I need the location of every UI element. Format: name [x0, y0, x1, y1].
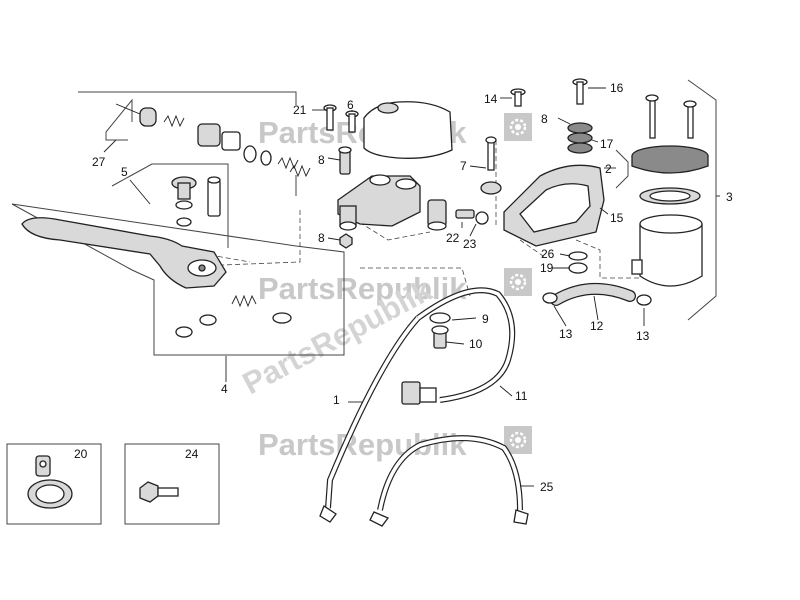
reservoir-diaphragm	[639, 187, 701, 205]
assembly-frame-5	[111, 163, 229, 248]
circlip	[175, 314, 217, 338]
callouts: 1 2 3 4 5 6 7 8 8 8 9 10 11 12 13 13 14 …	[74, 81, 733, 494]
inset-box-20	[6, 443, 102, 525]
fluid-reservoir	[631, 214, 703, 287]
hose-grommet	[27, 455, 73, 509]
leader-lines	[103, 87, 720, 487]
bleed-valve	[455, 209, 489, 225]
screw	[323, 104, 337, 131]
hose-clamp	[636, 294, 652, 306]
inset-box-24	[124, 443, 220, 525]
assembly-frame-3	[687, 79, 717, 321]
callout-17: 17	[600, 137, 614, 151]
callout-21: 21	[293, 103, 307, 117]
reservoir-bracket	[503, 164, 605, 247]
callout-15: 15	[610, 211, 624, 225]
assembly-frame-2	[615, 149, 629, 189]
reservoir-upper	[363, 101, 453, 159]
callout-24: 24	[185, 447, 199, 461]
reservoir-cap	[631, 145, 709, 174]
washer	[272, 312, 292, 324]
gear-icon	[504, 113, 532, 141]
hose-wire-connector	[401, 381, 437, 405]
callout-20: 20	[74, 447, 88, 461]
alignment-line	[519, 239, 547, 259]
nut	[339, 233, 353, 249]
cap-screw	[510, 88, 526, 107]
reservoir-hose	[550, 282, 636, 306]
callout-23: 23	[463, 237, 477, 251]
callout-13-left: 13	[559, 327, 573, 341]
alignment-line	[209, 254, 251, 263]
spring-seal	[567, 122, 593, 154]
watermark-middle: PartsRepublik	[258, 268, 532, 306]
callout-8-top: 8	[541, 112, 548, 126]
master-cylinder-body	[337, 174, 447, 231]
assembly-frame-4	[11, 91, 345, 356]
callout-11: 11	[515, 389, 528, 403]
callout-5: 5	[121, 165, 128, 179]
callout-3: 3	[726, 190, 733, 204]
callout-14: 14	[484, 92, 498, 106]
callout-13-right: 13	[636, 329, 650, 343]
alignment-line	[360, 267, 471, 297]
callout-26: 26	[541, 247, 555, 261]
callout-10: 10	[469, 337, 483, 351]
callout-2: 2	[605, 162, 612, 176]
reservoir-screw	[645, 94, 697, 139]
watermark-text: PartsRepublik	[258, 427, 467, 462]
callout-16: 16	[610, 81, 624, 95]
banjo-bolt	[429, 312, 451, 349]
callout-7: 7	[460, 159, 467, 173]
watermark-text: PartsRepublik	[258, 271, 467, 306]
callout-8-low: 8	[318, 231, 325, 245]
switch-screw	[480, 136, 502, 195]
hex-screw	[139, 481, 179, 503]
washer	[568, 251, 588, 274]
screw	[345, 110, 359, 133]
brake-hose	[319, 287, 516, 523]
gear-icon	[504, 426, 532, 454]
lever-pivot-pin	[171, 176, 197, 227]
lever-spring	[231, 294, 257, 308]
bolt	[338, 146, 352, 175]
callout-19: 19	[540, 261, 554, 275]
callout-4: 4	[221, 382, 228, 396]
brake-lever	[21, 217, 227, 289]
callout-22: 22	[446, 231, 460, 245]
brake-hose-kit	[369, 435, 529, 527]
callout-25: 25	[540, 480, 554, 494]
callout-9: 9	[482, 312, 489, 326]
callout-1: 1	[333, 393, 340, 407]
gear-icon	[504, 268, 532, 296]
callout-12: 12	[590, 319, 604, 333]
callout-6: 6	[347, 98, 354, 112]
hose-clamp	[542, 292, 558, 304]
callout-27: 27	[92, 155, 106, 169]
bushing	[207, 176, 221, 217]
alignment-line	[575, 239, 640, 279]
cap-screw	[572, 78, 588, 105]
assembly-frame-27	[105, 98, 133, 141]
alignment-line	[221, 210, 301, 266]
callout-8-mid: 8	[318, 153, 325, 167]
piston-kit	[115, 103, 311, 178]
